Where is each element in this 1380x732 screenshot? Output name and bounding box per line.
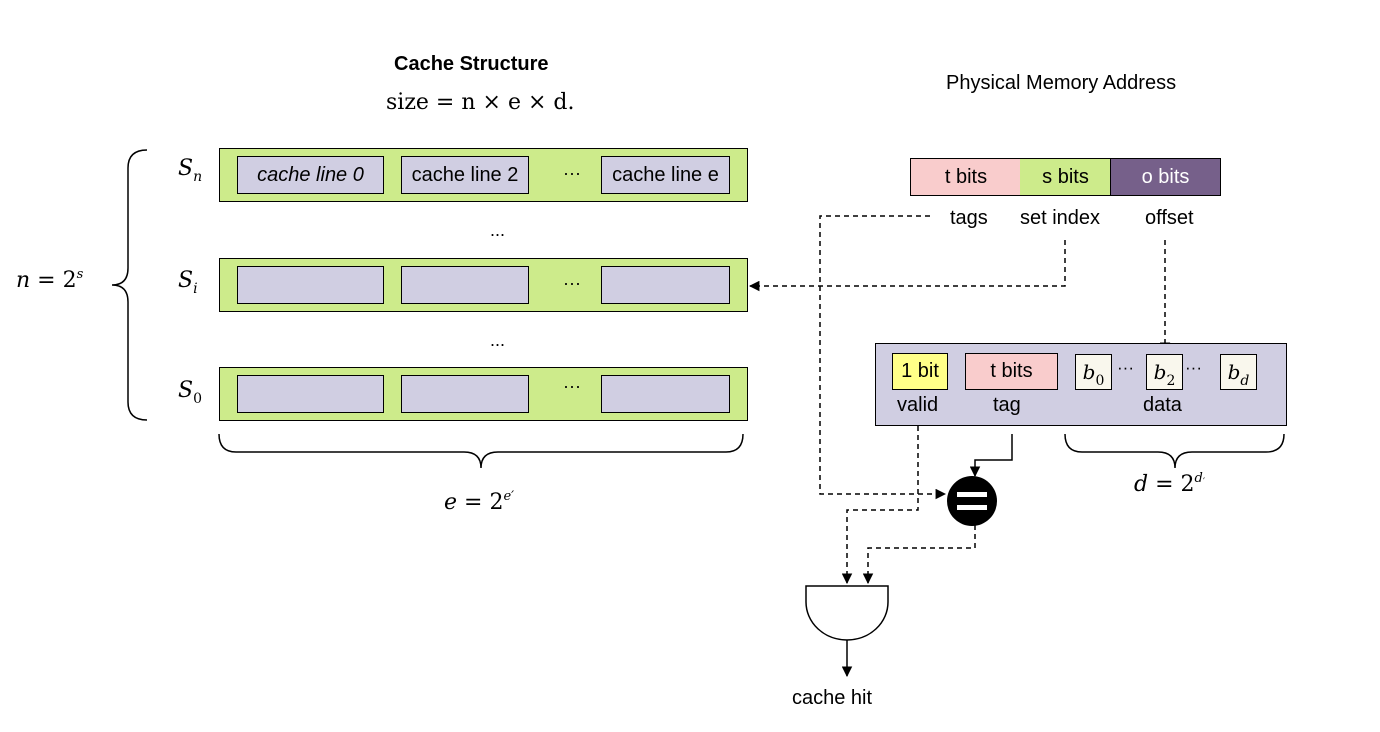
line-ellipsis: ··· (563, 376, 581, 396)
cache-line (237, 375, 384, 413)
line-ellipsis: ··· (563, 273, 581, 293)
set-label-0: S0 (178, 378, 202, 407)
lines-brace (218, 433, 744, 469)
tag-bits-box: t bits (965, 353, 1058, 390)
block-ellipsis: ··· (1117, 358, 1134, 377)
cache-line: cache line e (601, 156, 730, 194)
block-ellipsis: ··· (1185, 358, 1202, 377)
offset-caption: offset (1145, 207, 1194, 229)
set-label-i: Si (178, 268, 198, 297)
address-tag-field: t bits (910, 158, 1022, 196)
data-brace (1064, 433, 1285, 469)
valid-bit-box: 1 bit (892, 353, 948, 390)
and-gate-icon (805, 585, 889, 641)
set-index-arrow (748, 240, 1066, 292)
valid-arrow (841, 426, 919, 585)
line-ellipsis: ··· (563, 163, 581, 183)
tag-arrow (969, 434, 1013, 478)
cache-line: cache line 0 (237, 156, 384, 194)
data-block: b0 (1075, 354, 1112, 390)
cache-line (601, 375, 730, 413)
tags-arrow (819, 215, 947, 500)
set-ellipsis: ... (490, 330, 506, 350)
tags-caption: tags (950, 207, 988, 229)
address-title: Physical Memory Address (946, 72, 1177, 94)
data-caption: data (1143, 394, 1182, 416)
cache-line (237, 266, 384, 304)
cache-line (401, 266, 529, 304)
d-formula: d = 2d′ (1134, 471, 1206, 497)
set-ellipsis: ... (490, 220, 506, 240)
cache-title: Cache Structure (394, 53, 549, 75)
set-row-0: ··· (219, 367, 748, 421)
cache-line-detail: 1 bit t bits b0 ··· b2 ··· bd (875, 343, 1287, 426)
data-block: bd (1220, 354, 1257, 390)
comparator-icon (947, 476, 997, 526)
cache-hit-label: cache hit (792, 687, 873, 709)
compare-out-arrow (862, 525, 976, 585)
sets-brace (111, 149, 148, 421)
set-row-n: cache line 0 cache line 2 ··· cache line… (219, 148, 748, 202)
cache-line (601, 266, 730, 304)
address-set-field: s bits (1020, 158, 1112, 196)
address-offset-field: o bits (1110, 158, 1221, 196)
cache-line: cache line 2 (401, 156, 529, 194)
valid-caption: valid (897, 394, 939, 416)
tag-caption: tag (993, 394, 1021, 416)
set-index-caption: set index (1020, 207, 1101, 229)
e-formula: e = 2e′ (444, 489, 515, 515)
data-block: b2 (1146, 354, 1183, 390)
set-row-i: ··· (219, 258, 748, 312)
cache-line (401, 375, 529, 413)
set-label-n: Sn (178, 156, 203, 185)
size-formula: size = n × e × d. (386, 90, 575, 115)
n-formula: n = 2s (16, 267, 84, 293)
